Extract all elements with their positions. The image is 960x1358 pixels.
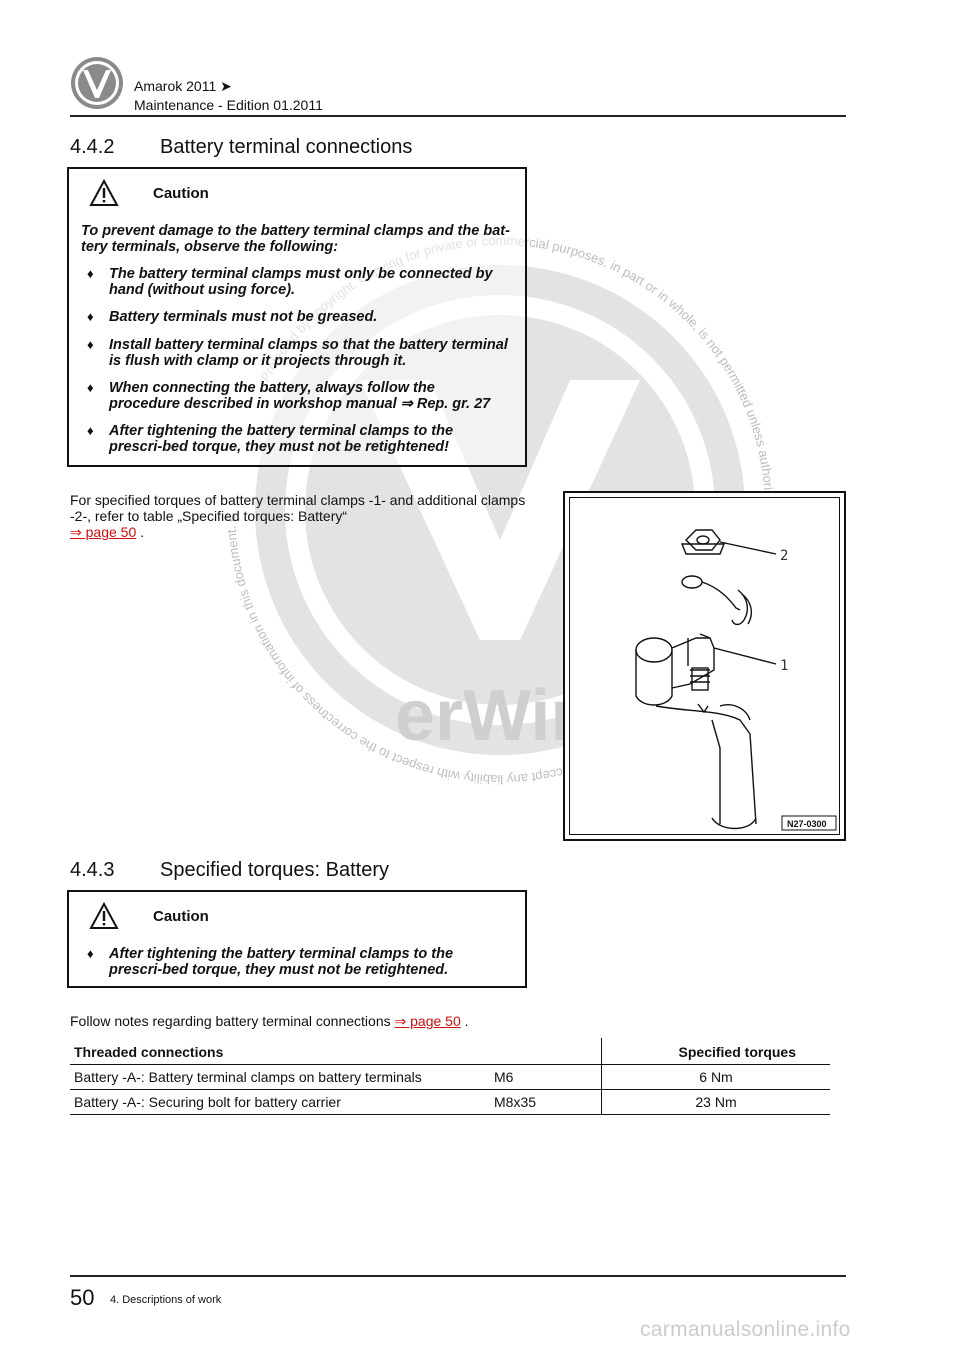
caution-item: The battery terminal clamps must only be… [109, 266, 493, 298]
bullet-icon: ♦ [87, 266, 94, 281]
page-number: 50 [70, 1285, 95, 1310]
footer-section-name: 4. Descriptions of work [110, 1294, 222, 1306]
caution-intro: To prevent damage to the battery termina… [81, 223, 510, 255]
document-title: Amarok 2011 ➤ [134, 78, 232, 94]
footer-divider [70, 1275, 846, 1277]
table-cell: Battery -A-: Securing bolt for battery c… [70, 1089, 490, 1115]
page-50-link[interactable]: ⇒ page 50 [70, 524, 137, 540]
section-title: Specified torques: Battery [160, 859, 390, 881]
column-header-connections: Threaded connections [70, 1038, 602, 1065]
table-row: Battery -A-: Battery terminal clamps on … [70, 1064, 830, 1090]
figure-label-1: 1 [780, 658, 788, 674]
torque-table: Threaded connections Specified torques B… [70, 1038, 830, 1115]
warning-icon [89, 179, 119, 206]
figure-label-2: 2 [780, 548, 788, 564]
table-cell: 6 Nm [601, 1064, 830, 1090]
figure-code: N27-0300 [787, 819, 827, 829]
battery-terminal-figure: 2 1 N27-0300 [563, 491, 846, 841]
paragraph-suffix: . [460, 1013, 469, 1029]
bullet-icon: ♦ [87, 946, 94, 961]
caution-label: Caution [153, 908, 209, 925]
section-heading-4-4-3: 4.4.3 Specified torques: Battery [70, 859, 389, 882]
table-row: Battery -A-: Securing bolt for battery c… [70, 1089, 830, 1115]
caution-box-terminal-connections: Caution To prevent damage to the battery… [67, 167, 527, 467]
page-50-link[interactable]: ⇒ page 50 [394, 1013, 461, 1029]
bullet-icon: ♦ [87, 337, 94, 352]
paragraph-text: For specified torques of battery termina… [70, 492, 526, 524]
table-cell: M8x35 [490, 1089, 602, 1115]
torque-reference-paragraph: For specified torques of battery termina… [70, 492, 530, 540]
table-cell: M6 [490, 1064, 602, 1090]
battery-clamp-drawing: 2 1 N27-0300 [635, 529, 837, 831]
warning-icon [89, 902, 119, 929]
caution-item: After tightening the battery terminal cl… [109, 423, 454, 455]
bullet-icon: ♦ [87, 423, 94, 438]
table-cell: Battery -A-: Battery terminal clamps on … [70, 1064, 490, 1090]
section-title: Battery terminal connections [160, 136, 413, 158]
bullet-icon: ♦ [87, 309, 94, 324]
paragraph-text: Follow notes regarding battery terminal … [70, 1013, 395, 1029]
link-suffix: . [136, 524, 145, 540]
caution-item: After tightening the battery terminal cl… [109, 946, 454, 978]
header-divider [70, 115, 846, 117]
document-edition: Maintenance - Edition 01.2011 [134, 97, 323, 113]
table-header-row: Threaded connections Specified torques [70, 1038, 830, 1065]
site-watermark-link[interactable]: carmanualsonline.info [640, 1318, 851, 1341]
section-number: 4.4.3 [70, 859, 115, 881]
table-cell: 23 Nm [601, 1089, 830, 1115]
caution-label: Caution [153, 185, 209, 202]
follow-notes-paragraph: Follow notes regarding battery terminal … [70, 1013, 770, 1029]
section-number: 4.4.2 [70, 136, 115, 158]
caution-item: When connecting the battery, always foll… [109, 380, 491, 412]
caution-box-torques: Caution ♦ After tightening the battery t… [67, 890, 527, 988]
column-header-torques: Specified torques [601, 1038, 830, 1065]
vw-logo [71, 57, 123, 109]
caution-item: Battery terminals must not be greased. [109, 309, 378, 325]
bullet-icon: ♦ [87, 380, 94, 395]
section-heading-4-4-2: 4.4.2 Battery terminal connections [70, 136, 412, 159]
caution-item: Install battery terminal clamps so that … [109, 337, 508, 369]
